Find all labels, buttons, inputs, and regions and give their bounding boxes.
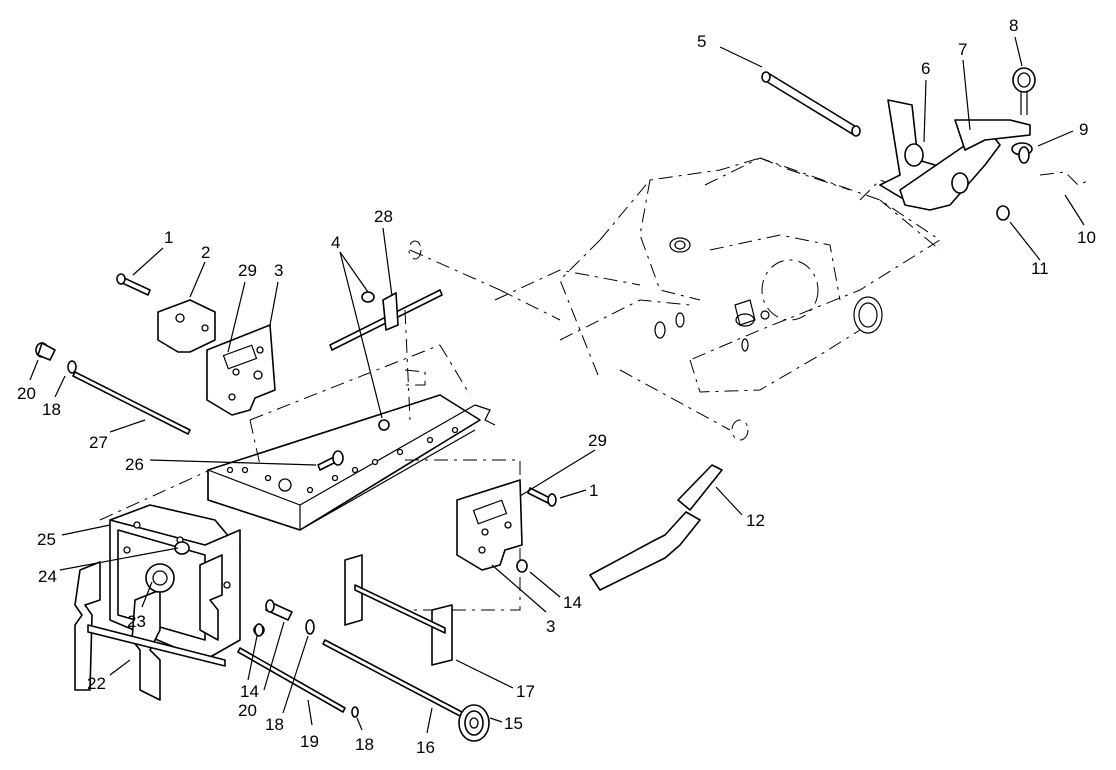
callout-29: 29: [238, 261, 257, 280]
rod-19: [237, 647, 359, 718]
spacer-14b: [516, 559, 528, 573]
callout-17: 17: [516, 682, 535, 701]
callout-28: 28: [374, 207, 393, 226]
eye-bolt: [1012, 67, 1036, 115]
callout-2: 2: [201, 243, 210, 262]
callout-18c: 18: [355, 735, 374, 754]
bolt-26: [317, 450, 344, 471]
callout-11: 11: [1031, 259, 1049, 278]
callout-3: 3: [274, 261, 283, 280]
callout-1b: 1: [589, 481, 598, 500]
callout-29b: 29: [588, 431, 607, 450]
callout-15: 15: [504, 714, 523, 733]
spacer-20b: [265, 599, 293, 621]
callout-27: 27: [89, 433, 108, 452]
callout-16: 16: [416, 738, 435, 757]
callout-18b: 18: [265, 715, 284, 734]
callout-5: 5: [697, 32, 706, 51]
callout-25: 25: [37, 530, 56, 549]
pulley-15: [458, 704, 490, 742]
handle-12: [589, 464, 723, 591]
callout-8: 8: [1009, 16, 1018, 35]
callout-10: 10: [1077, 228, 1096, 247]
hitch-bracket: [879, 99, 1031, 211]
callout-18: 18: [42, 400, 61, 419]
callout-23: 23: [127, 612, 146, 631]
leader-lines: [29, 36, 1085, 734]
hair-pin-clip: [1039, 171, 1091, 186]
bracket-17: [344, 554, 453, 666]
control-rod-28: [329, 289, 443, 431]
flange-nut: [1011, 142, 1033, 164]
mount-plate-29-3b: [456, 479, 523, 571]
callout-12: 12: [746, 511, 765, 530]
mount-plate-29-3: [206, 324, 276, 416]
rod-27: [72, 371, 191, 435]
spacer-20a: [35, 342, 56, 361]
callout-20b: 20: [238, 701, 257, 720]
callout-9: 9: [1079, 120, 1088, 139]
washer: [996, 205, 1010, 221]
callout-4: 4: [331, 233, 340, 252]
callout-26: 26: [125, 455, 144, 474]
hitch-pin: [761, 71, 861, 137]
transmission-phantom: [408, 157, 941, 441]
callout-3b: 3: [546, 617, 555, 636]
callout-14: 14: [240, 682, 259, 701]
callout-14b: 14: [563, 593, 582, 612]
callout-20: 20: [17, 384, 36, 403]
callout-1: 1: [164, 228, 173, 247]
spacer-14a: [254, 623, 264, 637]
angle-bracket-2: [157, 299, 216, 353]
bolt-1b: [527, 487, 557, 507]
callout-labels: 1 2 29 3 4 28 5 6 7 8 9 10 11 20 18 27 2…: [17, 16, 1096, 757]
washer-18a: [67, 360, 77, 374]
bracket-assembly-22: [74, 504, 265, 701]
washer-18b: [305, 619, 315, 635]
callout-19: 19: [300, 732, 319, 751]
frame-rail: [99, 344, 521, 611]
callout-6: 6: [921, 59, 930, 78]
callout-24: 24: [38, 567, 57, 586]
callout-7: 7: [958, 40, 967, 59]
bolt-1a: [116, 273, 151, 296]
callout-22: 22: [87, 674, 106, 693]
